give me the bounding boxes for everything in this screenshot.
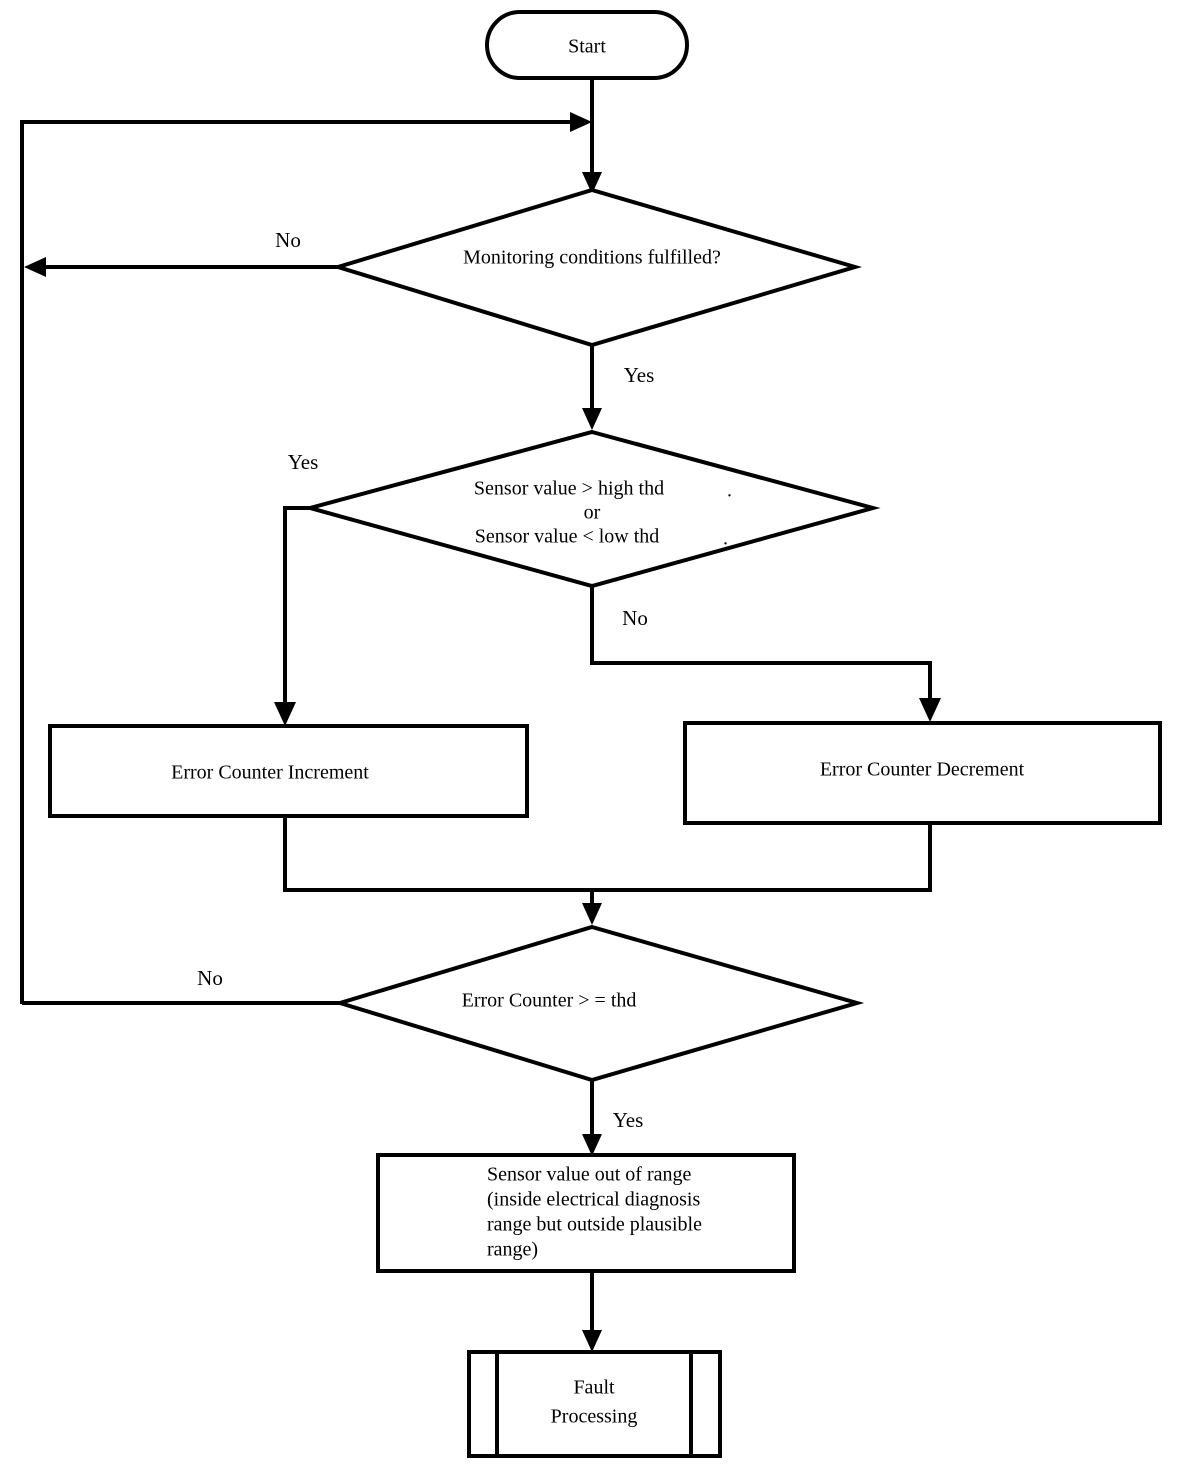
connector-monitoring-no (24, 257, 338, 277)
increment-label: Error Counter Increment (171, 762, 369, 784)
fault-processing-box-shape (467, 1350, 722, 1458)
edge-label-counter-yes: Yes (613, 1108, 644, 1132)
start-terminator-shape (485, 10, 689, 80)
edge-label-monitoring-yes: Yes (624, 363, 655, 387)
start-label: Start (568, 36, 606, 58)
node-process-out-of-range[interactable]: Sensor value out of range (inside electr… (376, 1153, 796, 1273)
threshold-dot1: . (727, 480, 732, 502)
increment-box-shape (48, 724, 529, 818)
connector-range-to-fault (582, 1271, 602, 1352)
node-predefined-fault-processing[interactable]: Fault Processing (467, 1350, 722, 1458)
edge-label-monitoring-no: No (275, 228, 301, 252)
out-of-range-line2: (inside electrical diagnosis (487, 1189, 700, 1211)
decrement-box-shape (683, 721, 1162, 825)
fault-processing-line1: Fault (573, 1377, 615, 1399)
edge-label-threshold-yes: Yes (288, 450, 319, 474)
counter-decision-shape (333, 924, 865, 1083)
monitoring-decision-shape (331, 187, 863, 348)
connector-threshold-no (590, 586, 941, 722)
out-of-range-line1: Sensor value out of range (487, 1164, 692, 1186)
connector-start-to-monitoring (582, 78, 602, 194)
edge-label-counter-no: No (197, 966, 223, 990)
connector-merge-to-counter (283, 816, 932, 925)
node-process-decrement[interactable]: Error Counter Decrement (683, 721, 1162, 825)
monitoring-decision-label: Monitoring conditions fulfilled? (463, 247, 721, 269)
node-start[interactable]: Start (485, 10, 689, 80)
threshold-line3: Sensor value < low thd (475, 526, 660, 548)
threshold-line2: or (584, 502, 601, 524)
node-decision-threshold[interactable]: Sensor value > high thd or Sensor value … (302, 429, 881, 589)
connector-counter-yes (582, 1080, 602, 1156)
counter-decision-label: Error Counter > = thd (462, 990, 637, 1012)
node-decision-monitoring[interactable]: Monitoring conditions fulfilled? (331, 187, 863, 348)
connector-monitoring-yes (582, 345, 602, 430)
connector-feedback-loop-rail (20, 112, 592, 1004)
fault-processing-line2: Processing (551, 1406, 638, 1428)
threshold-dot2: . (723, 528, 728, 550)
connector-threshold-yes (274, 506, 310, 726)
decrement-label: Error Counter Decrement (820, 759, 1025, 781)
edge-label-threshold-no: No (622, 606, 648, 630)
threshold-decision-shape (302, 429, 881, 589)
node-decision-counter[interactable]: Error Counter > = thd (333, 924, 865, 1083)
out-of-range-line3: range but outside plausible (487, 1214, 702, 1236)
node-process-increment[interactable]: Error Counter Increment (48, 724, 529, 818)
out-of-range-line4: range) (487, 1239, 538, 1261)
threshold-line1: Sensor value > high thd (474, 478, 664, 500)
out-of-range-box-shape (376, 1153, 796, 1273)
